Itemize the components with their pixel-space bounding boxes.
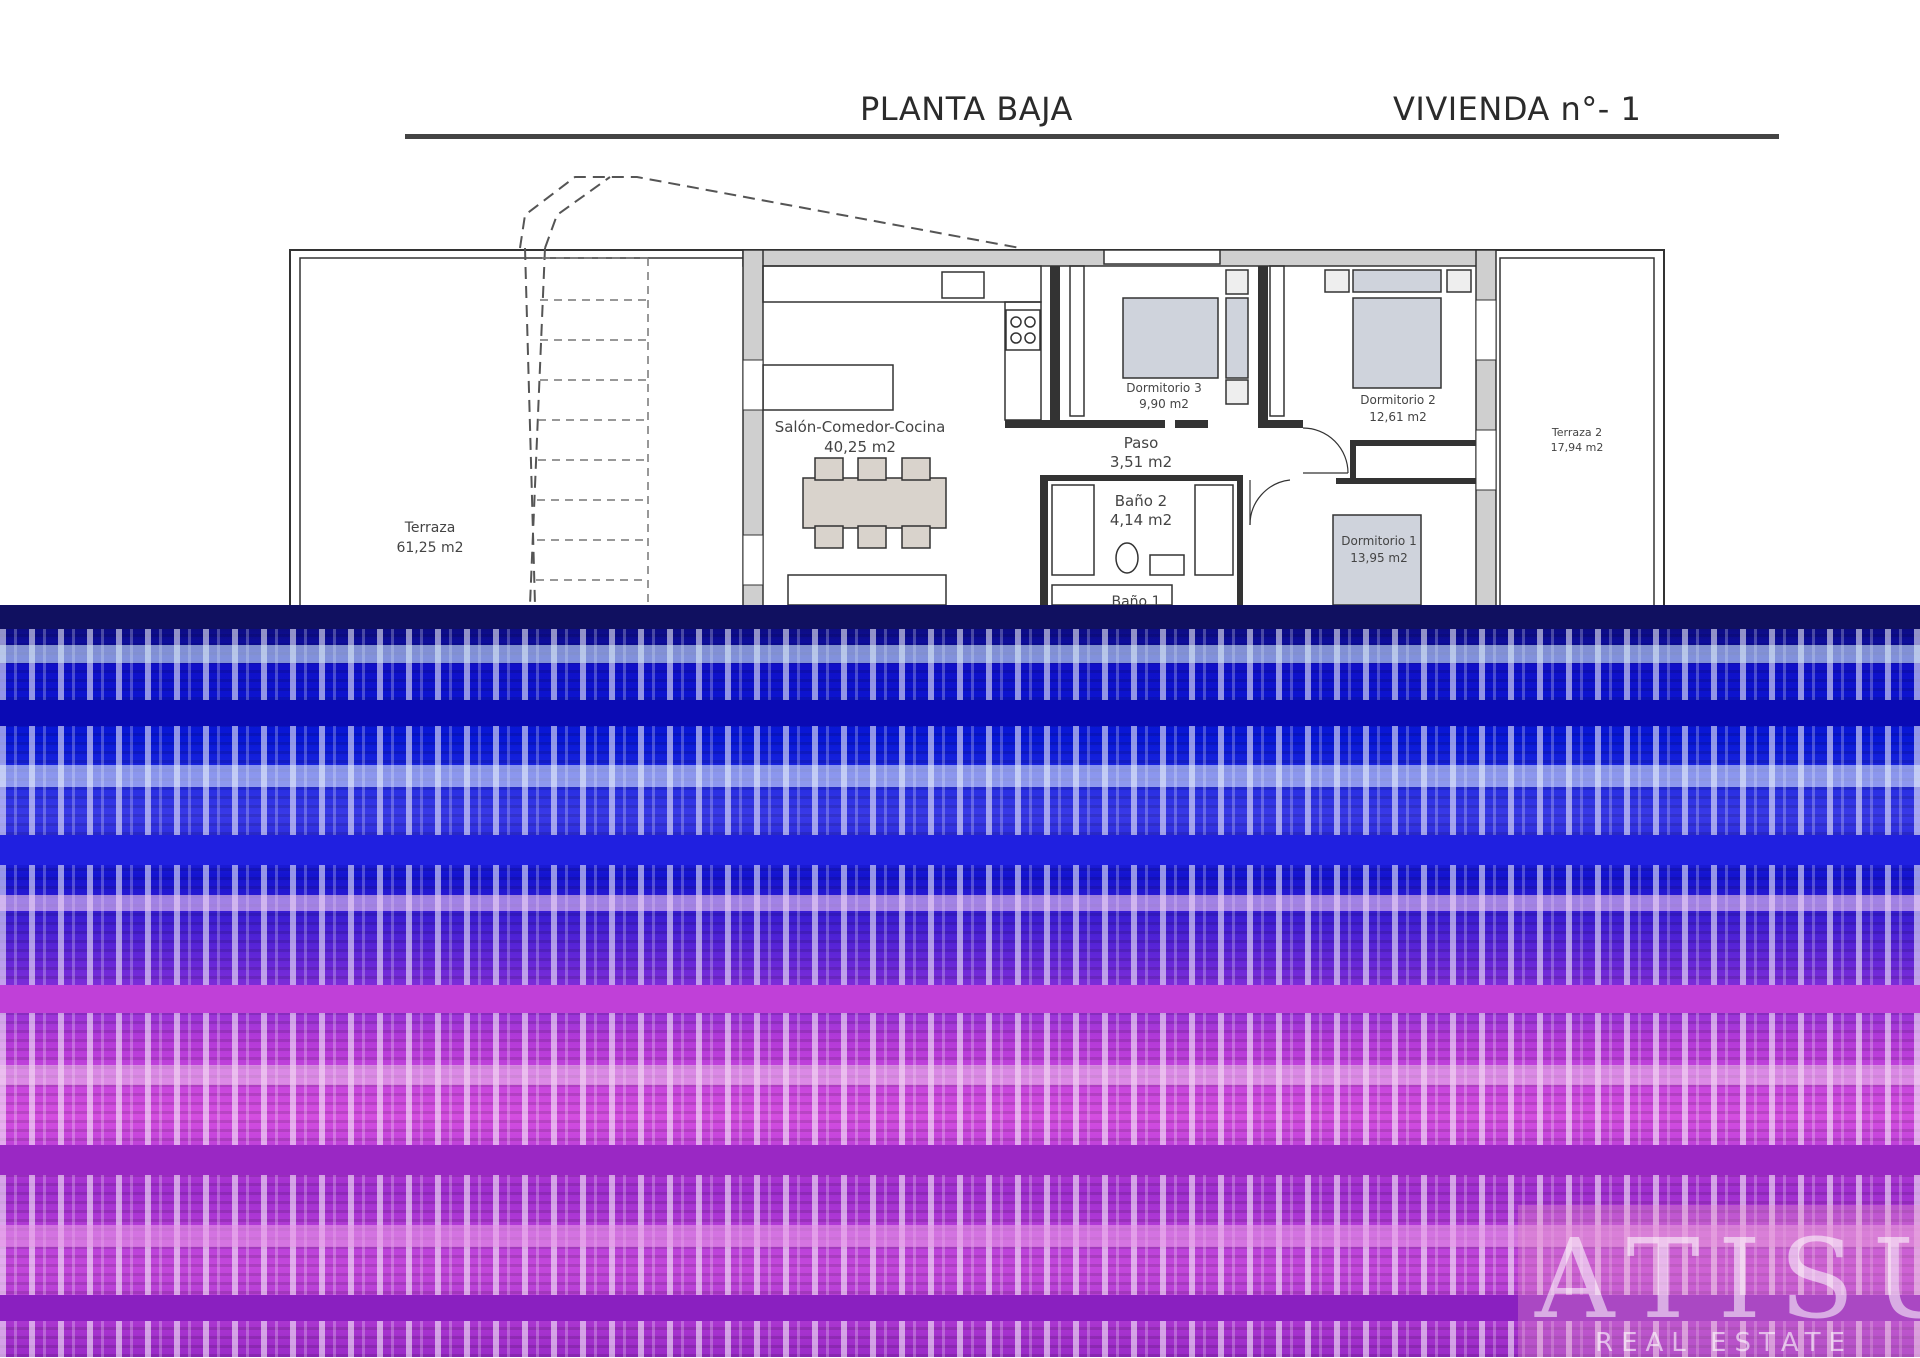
room-name: Dormitorio 2 [1360, 393, 1435, 407]
terrace-outline [289, 249, 1665, 605]
room-name: Terraza 2 [1551, 426, 1602, 439]
room-name: Terraza [404, 520, 456, 536]
sofa [787, 574, 947, 605]
room-area: 17,94 m2 [1551, 441, 1604, 454]
windows [742, 299, 1497, 586]
steps [536, 257, 649, 605]
room-area: 3,51 m2 [1110, 453, 1172, 471]
bed-dormitorio-1 [1332, 514, 1422, 605]
bed-dormitorio-3 [1069, 265, 1249, 417]
room-name: Dormitorio 3 [1126, 381, 1201, 395]
bed-dormitorio-2 [1269, 265, 1472, 417]
header-rule [405, 134, 1779, 139]
terrace-2-outline [1499, 257, 1655, 605]
watermark-subtitle: REAL ESTATE [1595, 1328, 1853, 1358]
watermark-logo: ATISU [1535, 1215, 1920, 1343]
room-area: 12,61 m2 [1369, 410, 1427, 424]
room-name: Paso [1124, 434, 1159, 452]
unit-title: VIVIENDA n°- 1 [1393, 90, 1642, 128]
room-area: 9,90 m2 [1139, 397, 1189, 411]
room-name: Baño 1 [1112, 594, 1161, 605]
doors [1249, 427, 1349, 526]
room-name: Salón-Comedor-Cocina [775, 418, 946, 436]
room-name: Dormitorio 1 [1341, 534, 1416, 548]
dining-table [802, 457, 947, 549]
room-labels: Terraza 61,25 m2 Salón-Comedor-Cocina 40… [396, 381, 1603, 605]
room-area: 61,25 m2 [396, 540, 463, 556]
room-area: 40,25 m2 [824, 438, 896, 456]
watermark-panel [1518, 1205, 1920, 1357]
house-walls [742, 249, 1497, 605]
interior-walls [1005, 266, 1476, 605]
room-name: Baño 2 [1115, 492, 1167, 510]
floor-plan: Terraza 61,25 m2 Salón-Comedor-Cocina 40… [289, 176, 1665, 605]
room-area: 4,14 m2 [1110, 511, 1172, 529]
awning-dashed [519, 176, 1021, 605]
bathroom-fixtures [1051, 484, 1234, 605]
room-area: 13,95 m2 [1350, 551, 1408, 565]
kitchen [762, 265, 1042, 421]
plan-title: PLANTA BAJA [860, 90, 1073, 128]
corrupted-image-region [0, 605, 1920, 1357]
terrace-inner-outline [299, 257, 746, 605]
